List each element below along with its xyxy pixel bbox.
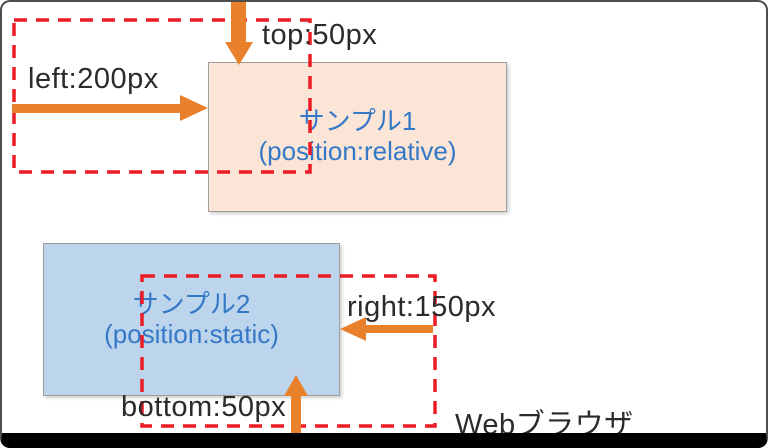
arrow-down-icon — [231, 2, 246, 44]
arrow-up-head-icon — [284, 375, 308, 396]
right-offset-label: right:150px — [347, 291, 496, 323]
sample1-original-position-outline — [12, 18, 312, 174]
sample2-subtitle: (position:static) — [104, 318, 279, 349]
arrow-right-icon — [12, 104, 182, 113]
sample2-box: サンプル2 (position:static) — [43, 243, 340, 396]
bottom-offset-label: bottom:50px — [121, 391, 287, 423]
arrow-down-head-icon — [225, 42, 253, 65]
left-offset-label: left:200px — [28, 63, 159, 95]
browser-label: Webブラウザ — [455, 409, 634, 441]
sample2-title: サンプル2 — [132, 288, 251, 319]
arrow-left-icon — [366, 325, 433, 333]
sample1-title: サンプル1 — [298, 106, 417, 137]
sample1-box: サンプル1 (position:relative) — [208, 62, 507, 212]
arrow-right-head-icon — [180, 95, 208, 121]
sample1-subtitle: (position:relative) — [258, 136, 457, 166]
arrow-left-head-icon — [340, 317, 366, 341]
arrow-up-icon — [291, 396, 301, 433]
top-offset-label: top:50px — [262, 19, 378, 51]
